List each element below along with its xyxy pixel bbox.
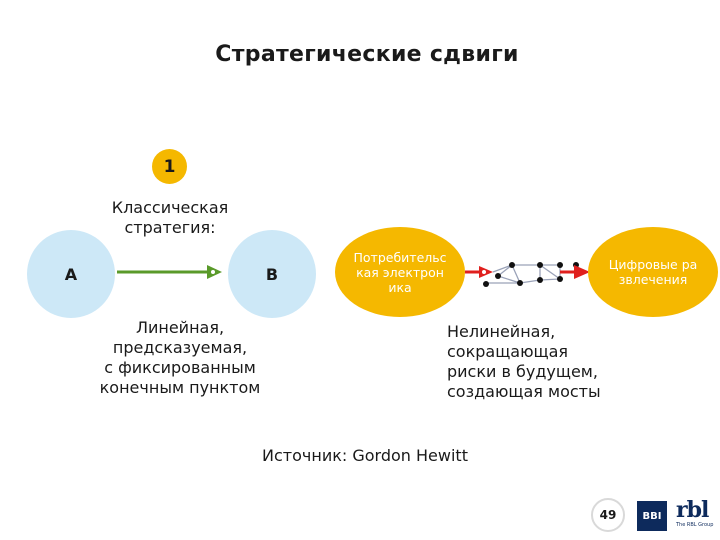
node-a: A <box>27 230 115 318</box>
bbi-logo: BBI <box>637 501 667 531</box>
rbl-logo-text: rbl <box>676 497 709 523</box>
arrow-head-dot <box>211 270 215 274</box>
classic-desc-line: конечным пунктом <box>99 378 261 397</box>
node-consumer-electronics: Потребительская электроника <box>335 227 465 317</box>
arrow-head-dot <box>482 270 486 274</box>
nonlinear-desc-line: сокращающая <box>447 342 569 361</box>
page-title: Стратегические сдвиги <box>215 42 519 67</box>
node-digital-entertainment: Цифровые развлечения <box>588 227 718 317</box>
node-digital-entertainment-label: Цифровые развлечения <box>608 257 698 287</box>
nonlinear-desc-line: Нелинейная, <box>447 322 556 341</box>
nonlinear-arrow-head-end <box>574 265 590 279</box>
classic-desc-line: предсказуемая, <box>112 338 248 357</box>
step-badge: 1 <box>152 149 187 184</box>
classic-strategy-description: Линейная, предсказуемая, с фиксированным… <box>80 318 280 398</box>
classic-heading-line: стратегия: <box>124 218 216 237</box>
nonlinear-desc-line: риски в будущем, <box>447 362 598 381</box>
network-edges <box>486 264 561 284</box>
nonlinear-desc-line: создающая мосты <box>447 382 601 401</box>
node-b-label: B <box>265 264 279 284</box>
source-note: Источник: Gordon Hewitt <box>262 446 468 465</box>
node-b: B <box>228 230 316 318</box>
classic-desc-line: Линейная, <box>135 318 225 337</box>
network-nodes <box>483 262 579 287</box>
rbl-logo-subtitle: The RBL Group <box>676 522 714 528</box>
classic-desc-line: с фиксированным <box>104 358 256 377</box>
node-consumer-electronics-label: Потребительская электроника <box>353 249 447 295</box>
classic-strategy-heading: Классическая стратегия: <box>90 198 250 238</box>
nonlinear-strategy-description: Нелинейная, сокращающая риски в будущем,… <box>447 322 647 402</box>
rbl-logo: rbl The RBL Group <box>676 498 716 536</box>
classic-heading-line: Классическая <box>111 198 229 217</box>
page-number: 49 <box>591 498 625 532</box>
node-a-label: A <box>64 264 78 284</box>
